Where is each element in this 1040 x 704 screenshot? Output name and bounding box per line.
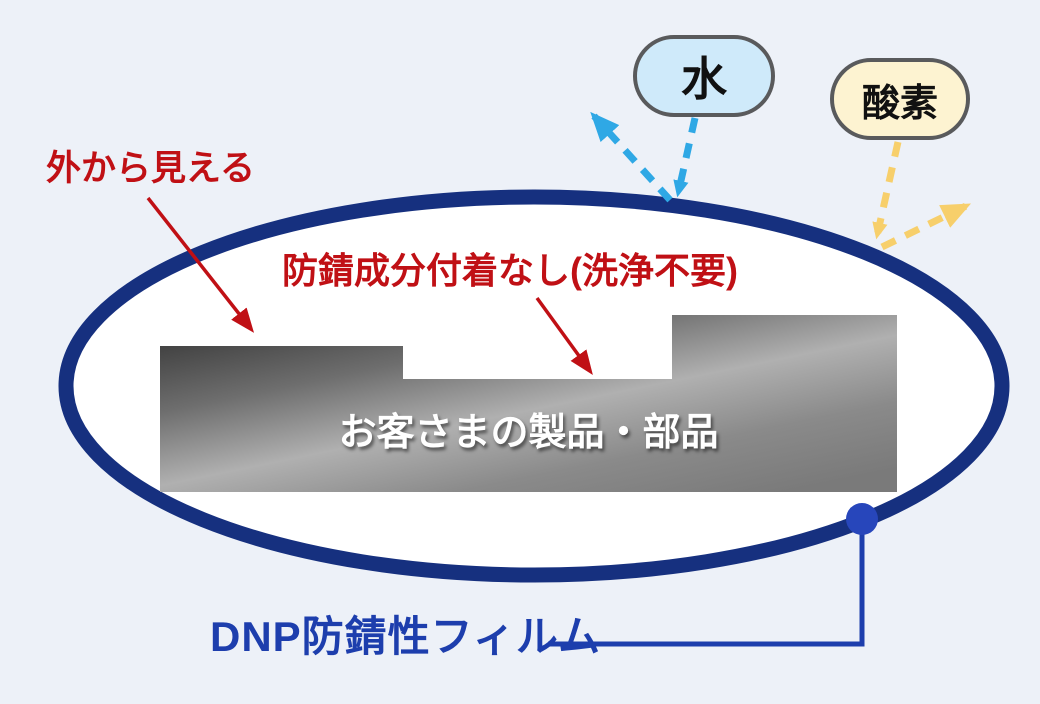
red-arrow-visible-from-outside xyxy=(146,196,255,333)
film-callout-dot xyxy=(846,503,878,535)
oxygen-arrow-incoming xyxy=(872,141,902,240)
annotation-visible-from-outside: 外から見える xyxy=(46,149,255,188)
product-block xyxy=(160,315,897,492)
water-arrow-reflected xyxy=(590,111,673,203)
water-label: 水 xyxy=(681,53,727,105)
water-bubble: 水 xyxy=(633,35,775,117)
water-arrow-incoming xyxy=(673,117,699,198)
oxygen-label: 酸素 xyxy=(861,82,938,125)
oxygen-arrow-reflected xyxy=(880,202,972,251)
film-callout-connector xyxy=(548,522,865,647)
annotation-no-residue: 防錆成分付着なし(洗浄不要) xyxy=(282,250,738,291)
product-label: お客さまの製品・部品 xyxy=(338,412,719,454)
film-label: DNP防錆性フィルム xyxy=(210,613,601,660)
oxygen-bubble: 酸素 xyxy=(830,58,970,140)
red-arrow-no-residue xyxy=(535,296,593,375)
